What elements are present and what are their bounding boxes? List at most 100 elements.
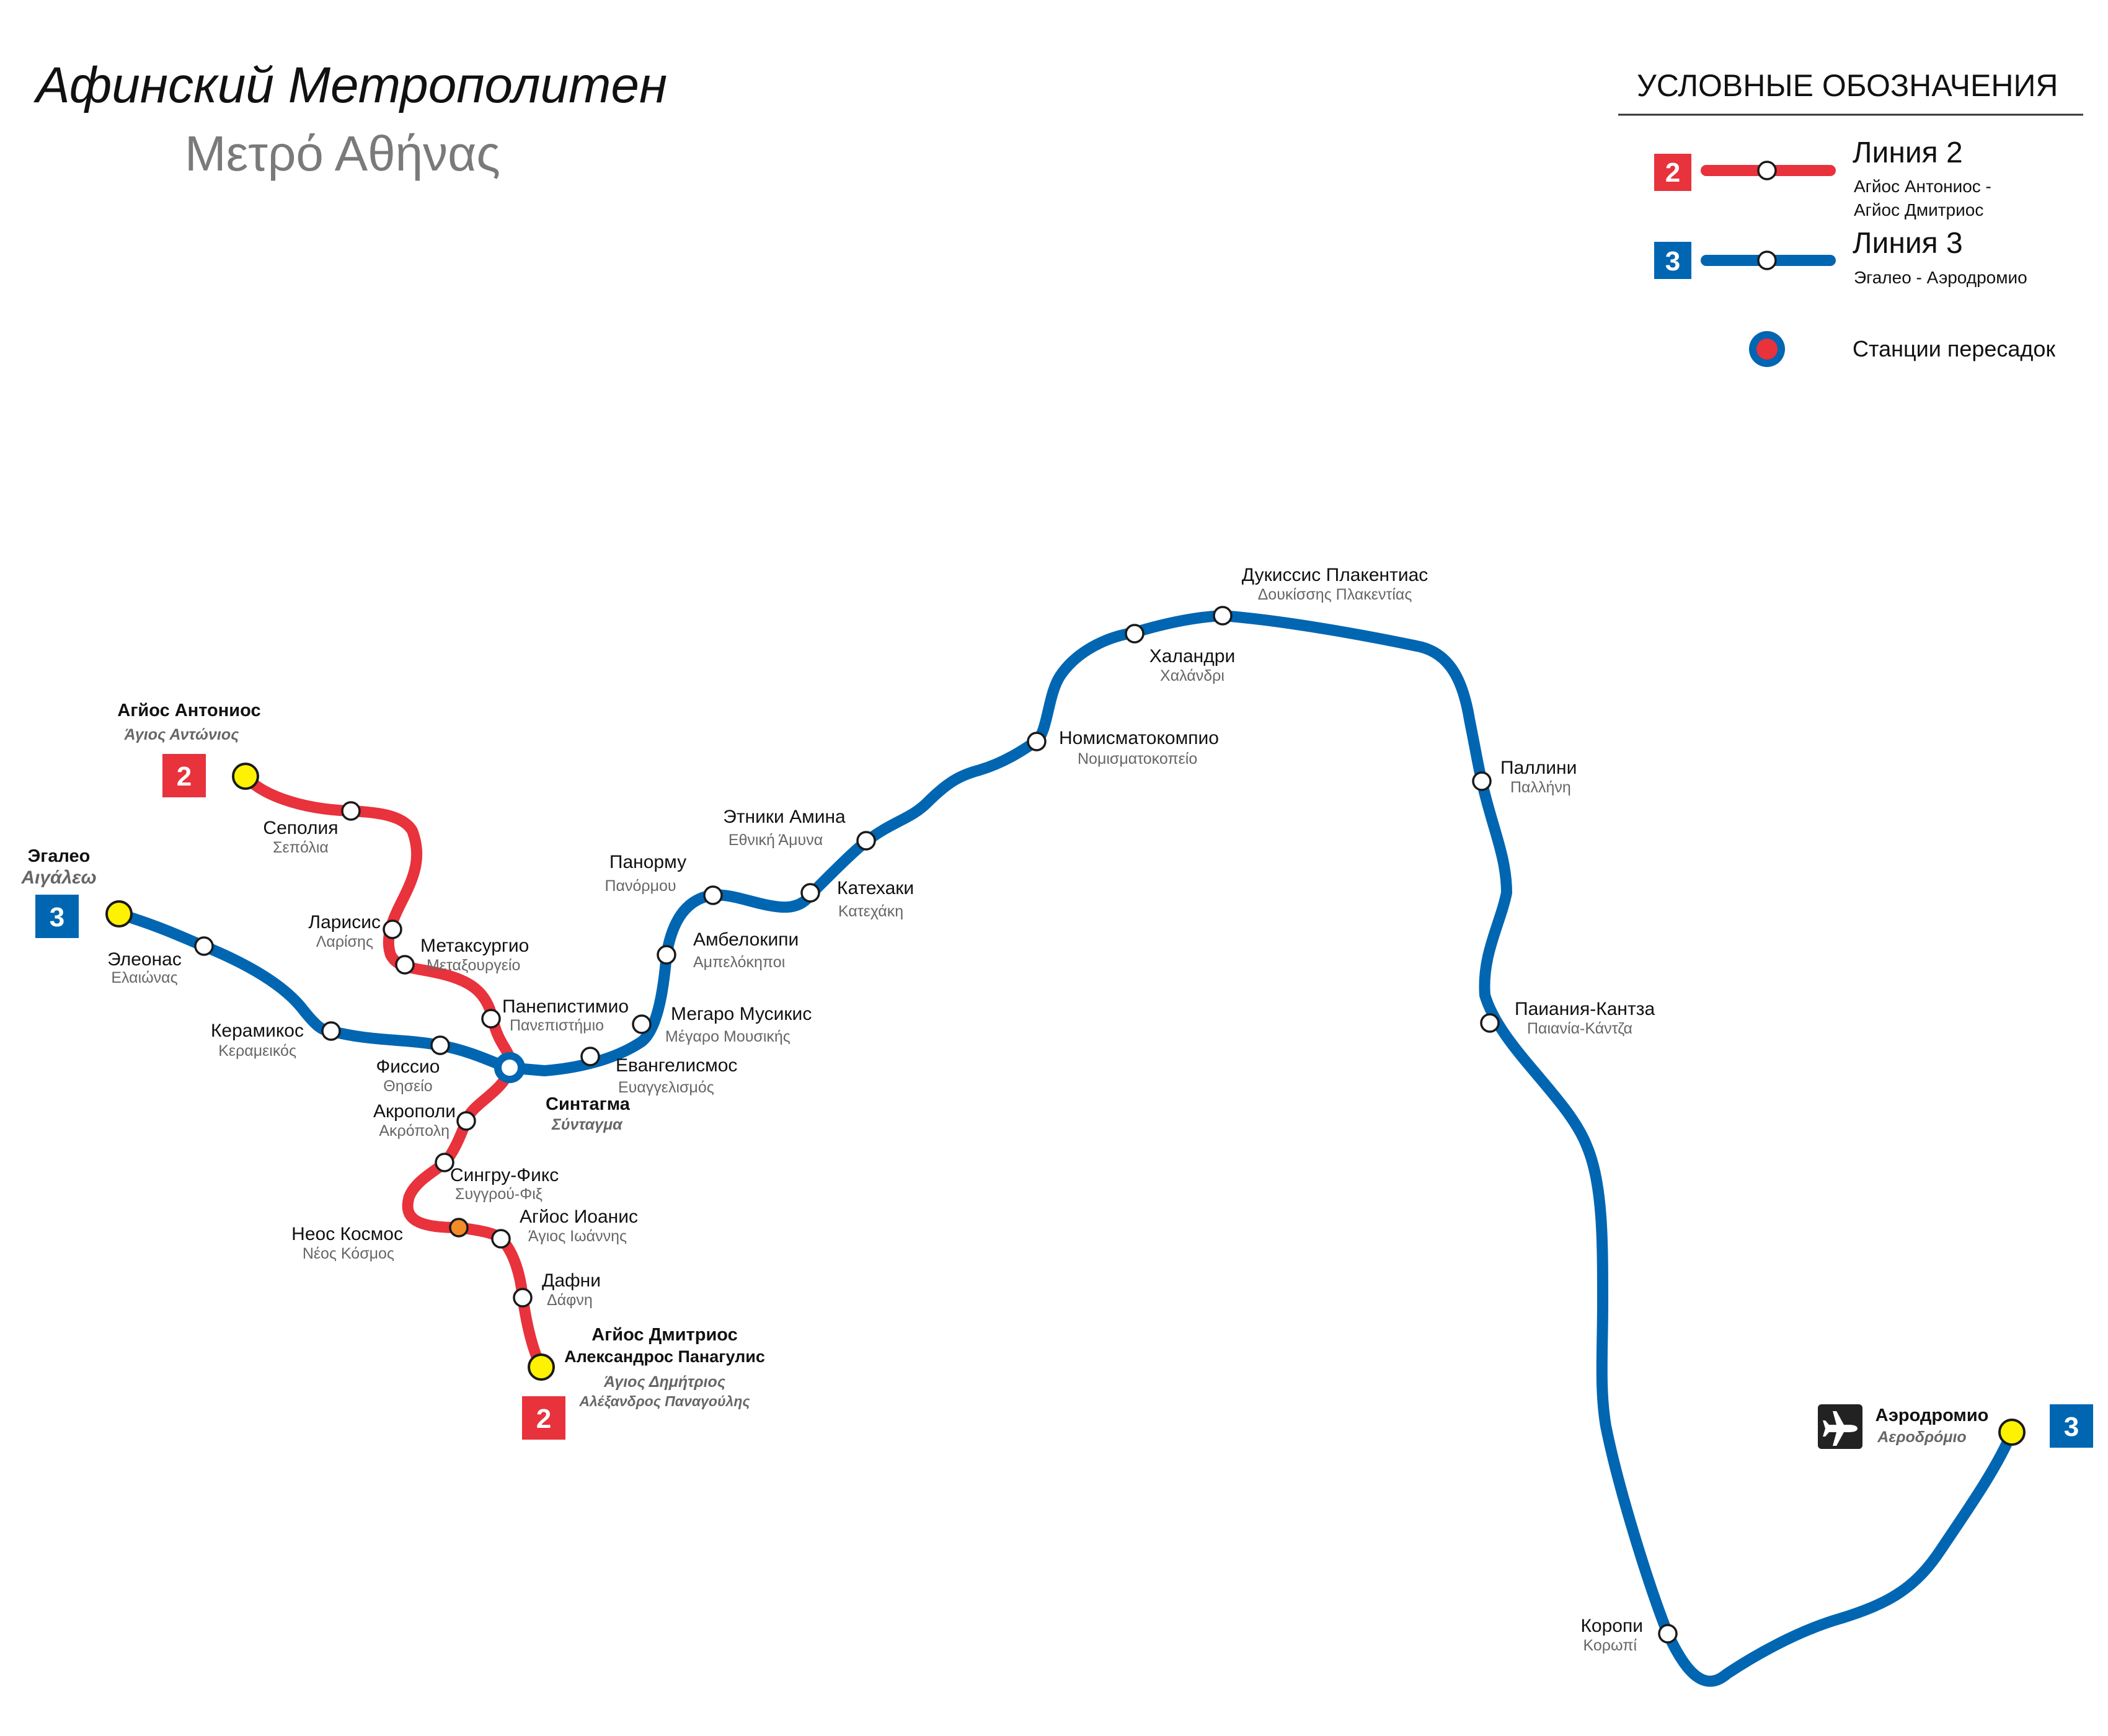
station-ambelokipi[interactable]: Амбелокипи Αμπελόκηποι [657,929,799,971]
station-label-ru: Метаксургио [420,936,529,956]
station-label-ru: Панепистимио [502,996,629,1017]
station-marker[interactable] [481,1009,501,1029]
station-megaro-moussikis[interactable]: Мегаро Мусикис Μέγαρο Μουσικής [632,1004,812,1045]
legend-line3-badge-number: 3 [1665,246,1680,277]
station-marker[interactable] [513,1288,533,1308]
station-label-gr: Κεραμεικός [218,1042,296,1060]
terminal-aerodromio[interactable]: Аэродромио Αεροδρόμιο 3 [1818,1404,2093,1449]
station-marker[interactable] [1658,1624,1678,1644]
line3-stations: Элеонас Ελαιώνας Керамикос Κεραμεικός Фи… [107,565,1678,1654]
station-dafni[interactable]: Дафни Δάφνη [513,1270,601,1309]
line2-badge-north [162,754,206,797]
legend-line2-station-marker [1757,161,1777,180]
station-marker[interactable] [1213,606,1233,626]
station-marker[interactable] [449,1218,469,1238]
station-panormou[interactable]: Панорму Πανόρμου [604,852,723,905]
station-panepistimio[interactable]: Панепистимио Πανεπιστήμιο [481,996,629,1034]
station-marker[interactable] [580,1047,600,1066]
legend-line2-badge [1654,154,1691,191]
line2-badge-south [522,1396,565,1440]
station-marker[interactable] [430,1035,450,1055]
station-marker[interactable] [383,919,402,939]
station-halandri[interactable]: Халандри Χαλάνδρι [1125,624,1235,684]
station-ethniki-amyna[interactable]: Этники Амина Εθνική Άμυνα [723,807,876,851]
station-sepolia[interactable]: Сеполия Σεπόλια [263,801,361,856]
terminal-label-gr: Αεροδρόμιο [1877,1428,1966,1446]
legend-line3: 3 Линия 3 Эгалео - Аэродромио [1654,227,2027,287]
station-thissio[interactable]: Фиссио Θησείο [376,1035,450,1095]
transfer-station-label-gr: Σύνταγμα [551,1116,623,1133]
station-marker[interactable] [1472,771,1492,791]
station-doukissis-plakentias[interactable]: Дукиссис Плакентиас Δουκίσσης Πλακεντίας [1213,565,1428,626]
station-neos-kosmos[interactable]: Неос Космос Νέος Κόσμος [291,1218,469,1262]
station-marker[interactable] [657,945,676,965]
station-label-ru: Этники Амина [723,807,846,827]
station-label-gr: Άγιος Ιωάννης [528,1228,627,1245]
station-label-gr: Εθνική Άμυνα [728,831,823,849]
station-pallini[interactable]: Паллини Παλλήνη [1472,758,1577,796]
station-label-ru: Паиания-Кантза [1515,999,1655,1019]
terminal-label-gr: Άγιος Αντώνιος [124,726,240,743]
station-label-ru: Мегаро Мусикис [671,1004,812,1024]
station-marker[interactable] [856,831,876,851]
line3-badge-west-number: 3 [50,902,64,932]
station-label-gr: Χαλάνδρι [1160,667,1224,684]
station-marker[interactable] [632,1014,652,1034]
station-marker[interactable] [800,883,820,903]
station-nomismatokopio[interactable]: Номисматокомпио Νομισματοκοπείο [1027,728,1219,768]
terminal-label-ru-1: Агйос Дмитриос [591,1325,738,1345]
station-agios-ioannis[interactable]: Агйос Иоанис Άγιος Ιωάννης [491,1207,638,1249]
terminal-marker[interactable] [105,900,133,928]
station-label-gr: Δάφνη [547,1291,593,1309]
legend-line2: 2 Линия 2 Агйос Антониос - Агйос Дмитрио… [1654,136,1991,219]
terminal-marker[interactable] [1998,1419,2026,1446]
station-label-gr: Σεπόλια [273,839,329,856]
terminal-marker[interactable] [232,763,259,790]
line2-badge-north-number: 2 [177,761,192,792]
airplane-icon [1818,1404,1862,1449]
station-koropi[interactable]: Коропи Κορωπί [1580,1616,1678,1654]
terminal-agios-antonios[interactable]: Агйос Антониос Άγιος Αντώνιος 2 [117,701,261,797]
terminal-agios-dimitrios[interactable]: Агйос Дмитриос Александрос Панагулис Άγι… [522,1325,765,1440]
legend-line2-badge-number: 2 [1665,157,1680,188]
station-evangelismos[interactable]: Евангелисмос Ευαγγελισμός [580,1047,737,1096]
transfer-station-label-ru: Синтагма [546,1094,631,1114]
station-marker[interactable] [1027,732,1047,751]
terminal-marker[interactable] [528,1353,555,1381]
station-marker[interactable] [703,885,723,905]
station-label-gr: Πανεπιστήμιο [510,1017,604,1034]
station-label-ru: Агйос Иоанис [520,1207,638,1227]
station-paiania-kantza[interactable]: Паиания-Кантза Παιανία-Κάντζα [1480,999,1655,1037]
terminal-label-ru: Агйос Антониос [117,701,260,720]
station-metaxourgio[interactable]: Метаксургио Μεταξουργείο [395,936,529,975]
station-syngrou-fix[interactable]: Сингру-Фикс Συγγρού-Φιξ [435,1153,559,1203]
station-marker[interactable] [491,1229,511,1249]
station-marker[interactable] [395,955,415,975]
station-eleonas[interactable]: Элеонас Ελαιώνας [107,936,214,986]
station-marker[interactable] [341,801,361,821]
station-label-gr: Μέγαρο Μουσικής [665,1028,790,1045]
line3-badge-west [35,895,79,938]
station-label-ru: Дукиссис Плакентиас [1242,565,1428,585]
station-keramikos[interactable]: Керамикос Κεραμεικός [211,1021,341,1060]
station-label-ru: Сеполия [263,818,338,838]
station-label-ru: Акрополи [373,1101,456,1122]
station-akropoli[interactable]: Акрополи Ακρόπολη [373,1101,476,1140]
station-marker[interactable] [435,1153,454,1172]
terminal-egaleo[interactable]: Эгалео Αιγάλεω 3 [20,846,133,938]
legend-line2-route-2: Агйос Дмитриос [1854,200,1983,219]
station-label-gr: Αμπελόκηποι [693,954,785,971]
station-label-gr: Παλλήνη [1510,779,1571,796]
station-marker[interactable] [456,1111,476,1131]
station-marker[interactable] [194,936,214,956]
station-label-ru: Керамикос [211,1021,304,1041]
station-larisis[interactable]: Ларисис Λαρίσης [308,912,402,950]
station-katehaki[interactable]: Катехаки Κατεχάκη [800,878,914,920]
transfer-station-syntagma[interactable]: Синтагма Σύνταγμα [494,1052,631,1133]
station-label-gr: Δουκίσσης Πλακεντίας [1258,586,1412,603]
legend-line3-station-marker [1757,250,1777,270]
station-marker[interactable] [1125,624,1145,644]
station-marker[interactable] [1480,1013,1500,1033]
station-marker[interactable] [321,1021,341,1041]
